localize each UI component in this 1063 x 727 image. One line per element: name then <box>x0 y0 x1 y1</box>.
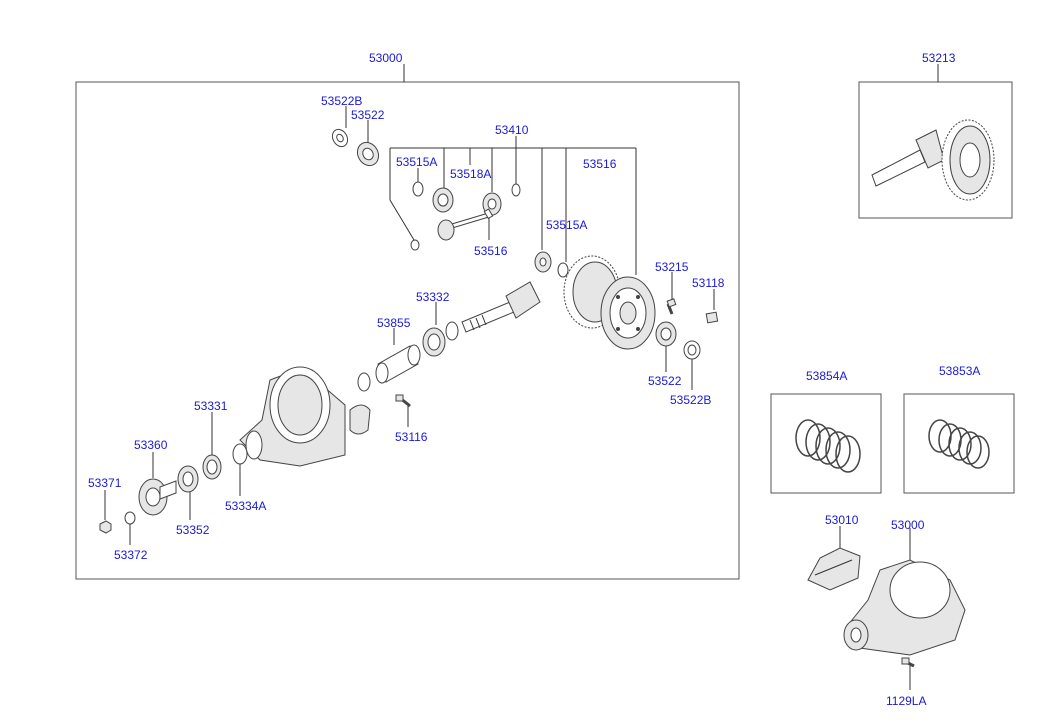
leader-lines <box>104 64 939 690</box>
label-53118[interactable]: 53118 <box>692 276 725 290</box>
pinion-gear-lower-icon[interactable] <box>437 219 455 241</box>
label-1129la[interactable]: 1129LA <box>886 694 927 708</box>
label-53522-top[interactable]: 53522 <box>351 108 385 122</box>
differential-carrier-housing-icon[interactable] <box>239 366 346 467</box>
label-53116[interactable]: 53116 <box>395 430 428 444</box>
thrust-washer-icon[interactable] <box>557 262 569 278</box>
label-53410[interactable]: 53410 <box>495 123 529 137</box>
ring-pinion-set-icon[interactable] <box>871 119 995 201</box>
label-53515a-right[interactable]: 53515A <box>546 218 588 232</box>
spring-53853a-icon[interactable] <box>928 419 990 469</box>
spacer-53855-icon[interactable] <box>375 344 421 384</box>
spring-right-frame <box>903 393 1015 494</box>
side-gear-53515a-right-icon[interactable] <box>534 251 552 273</box>
oring-icon[interactable] <box>357 372 371 392</box>
label-53331[interactable]: 53331 <box>194 399 228 413</box>
label-53215[interactable]: 53215 <box>655 260 689 274</box>
oil-seal-53334a-icon[interactable] <box>232 443 248 465</box>
bearing-53332-icon[interactable] <box>422 327 446 357</box>
bearing-53331-icon[interactable] <box>202 454 222 480</box>
label-53372[interactable]: 53372 <box>114 548 148 562</box>
label-53853a[interactable]: 53853A <box>939 364 981 378</box>
carrier-assembly-53000-icon[interactable] <box>843 559 966 656</box>
dust-deflector-53352-icon[interactable] <box>177 465 199 493</box>
spring-left-frame <box>770 393 882 494</box>
side-gear-left-icon[interactable] <box>432 187 454 213</box>
bolt-1129la-icon[interactable] <box>901 657 915 668</box>
label-53522b-top[interactable]: 53522B <box>321 94 363 108</box>
label-53352[interactable]: 53352 <box>176 523 210 537</box>
bracket-53010-icon[interactable] <box>807 547 861 591</box>
nut-53371-icon[interactable] <box>99 520 112 534</box>
differential-case-icon[interactable] <box>600 276 656 350</box>
bolt-53215-icon[interactable] <box>666 298 677 315</box>
label-53516-top[interactable]: 53516 <box>583 157 617 171</box>
main-assembly-frame <box>75 81 740 580</box>
clip-53118-icon[interactable] <box>705 311 719 324</box>
label-53371[interactable]: 53371 <box>88 476 122 490</box>
label-53010[interactable]: 53010 <box>825 513 859 527</box>
label-53522-bottom[interactable]: 53522 <box>648 374 682 388</box>
label-53522b-bottom[interactable]: 53522B <box>670 393 712 407</box>
label-53515a-top[interactable]: 53515A <box>396 155 438 169</box>
bearing-53522-bottom-icon[interactable] <box>655 321 677 347</box>
shim-53522b-bottom-icon[interactable] <box>683 340 701 360</box>
bolt-53116-icon[interactable] <box>395 394 411 408</box>
washer-53516-small-icon[interactable] <box>511 183 521 197</box>
label-53855[interactable]: 53855 <box>377 316 411 330</box>
label-53000-carrier[interactable]: 53000 <box>891 518 925 532</box>
label-53332[interactable]: 53332 <box>416 290 450 304</box>
pin-53516-icon[interactable] <box>483 208 494 220</box>
label-53360[interactable]: 53360 <box>134 438 168 452</box>
label-53854a[interactable]: 53854A <box>806 369 848 383</box>
label-53516-mid[interactable]: 53516 <box>474 244 508 258</box>
ring-pinion-frame <box>858 81 1013 219</box>
label-53213[interactable]: 53213 <box>922 51 956 65</box>
label-53000-main[interactable]: 53000 <box>369 51 403 65</box>
pinion-shaft-53518a-icon[interactable] <box>451 211 493 229</box>
bearing-cap-icon[interactable] <box>349 404 371 435</box>
washer-53372-icon[interactable] <box>124 511 136 525</box>
drive-pinion-icon[interactable] <box>461 281 541 333</box>
companion-flange-53360-icon[interactable] <box>138 478 177 516</box>
label-53518a[interactable]: 53518A <box>450 167 492 181</box>
washer-left-icon[interactable] <box>410 239 420 251</box>
seal-ring-icon[interactable] <box>445 321 459 341</box>
spring-53854a-icon[interactable] <box>795 419 861 473</box>
label-53334a[interactable]: 53334A <box>225 499 267 513</box>
washer-53515a-icon[interactable] <box>412 181 424 197</box>
